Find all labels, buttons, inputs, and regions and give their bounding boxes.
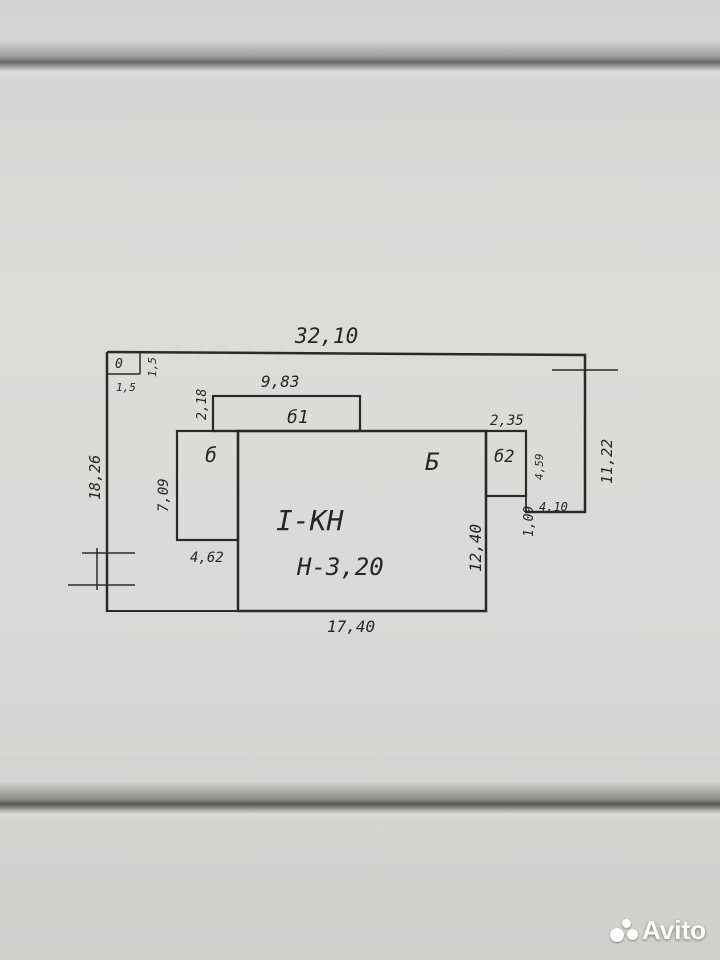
left-annex-width-label: 4,62 [190, 550, 224, 566]
corner-dim-b: 1,5 [146, 357, 159, 377]
right-annex-name: б2 [494, 447, 514, 467]
top-annex-name: б1 [287, 407, 309, 428]
building-code-label: I-КН [276, 504, 344, 537]
right-annex-width-label: 2,35 [490, 413, 524, 429]
right-annex [484, 429, 528, 498]
right-height-label: 11,22 [598, 439, 616, 484]
main-width-label: 17,40 [327, 617, 375, 636]
left-annex-name: б [205, 443, 217, 467]
top-annex-height-label: 2,18 [195, 389, 210, 420]
avito-watermark: Avito [609, 915, 706, 946]
height-note-label: Н-3,20 [296, 553, 384, 581]
main-house-name: Б [425, 448, 440, 476]
right-offset-label: 1,09 [522, 506, 537, 537]
avito-watermark-text: Avito [641, 915, 706, 945]
right-annex-height-label: 4,59 [533, 454, 546, 481]
corner-label: 0 [115, 357, 123, 372]
right-step-label: 4,10 [539, 500, 568, 514]
overall-height-label: 18,26 [86, 455, 104, 500]
main-height-label: 12,40 [466, 524, 485, 572]
paper-fold-top [0, 40, 720, 80]
paper-fold-bottom [0, 782, 720, 822]
top-annex [211, 394, 362, 433]
overall-width-label: 32,10 [294, 324, 358, 348]
left-annex [175, 429, 240, 542]
avito-logo-icon [609, 918, 638, 943]
corner-dim-a: 1,5 [116, 381, 136, 394]
left-annex-height-label: 7,09 [156, 478, 172, 512]
top-annex-width-label: 9,83 [261, 372, 300, 391]
